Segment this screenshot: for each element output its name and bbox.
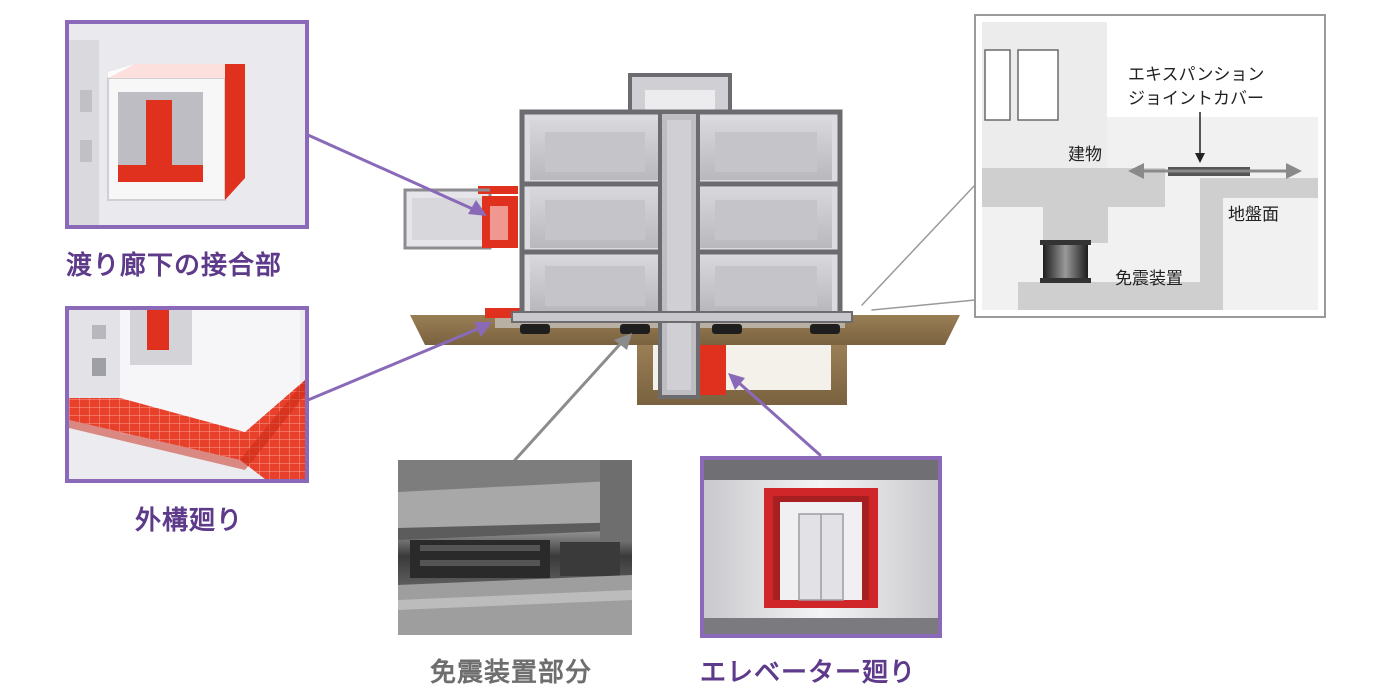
exterior-ground-joint-illustration	[65, 306, 309, 483]
building-section	[511, 73, 853, 399]
corridor-joint-illustration	[65, 20, 309, 229]
building-label: 建物	[1068, 145, 1102, 165]
joint-cover-label-line1: エキスパンション	[1128, 65, 1264, 85]
expansion-joint-detail-inset	[974, 14, 1326, 318]
joint-cover-label-line2: ジョイントカバー	[1128, 89, 1264, 109]
corridor-joint-caption: 渡り廊下の接合部	[66, 251, 283, 281]
ground-label: 地盤面	[1228, 205, 1279, 225]
elevator-caption: エレベーター廻り	[700, 658, 917, 688]
isolator-label: 免震装置	[1115, 269, 1183, 289]
exterior-red-edge	[485, 308, 525, 318]
exterior-caption: 外構廻り	[135, 506, 244, 536]
isolation-photo-caption: 免震装置部分	[430, 658, 593, 688]
corridor-structure	[403, 186, 518, 250]
elevator-doorway-illustration	[700, 456, 942, 638]
seismic-isolation-photo	[398, 460, 632, 635]
callout-lines	[306, 133, 976, 462]
